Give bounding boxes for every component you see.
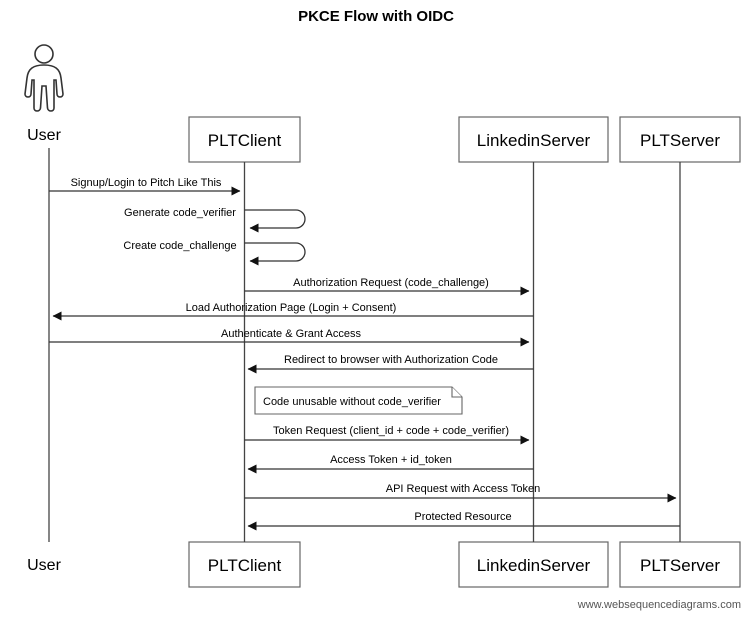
message-10-label: API Request with Access Token bbox=[386, 483, 541, 495]
note-code-unusable-text: Code unusable without code_verifier bbox=[263, 396, 441, 408]
actor-label-user-bottom: User bbox=[27, 557, 61, 574]
message-9-label: Access Token + id_token bbox=[330, 454, 452, 466]
message-4-authorization-request[interactable]: Authorization Request (code_challenge) bbox=[244, 277, 530, 296]
participant-box-pltclient-top[interactable]: PLTClient bbox=[188, 116, 301, 163]
diagram-title: PKCE Flow with OIDC bbox=[298, 8, 454, 25]
actor-label-user-top: User bbox=[27, 127, 61, 144]
message-1-signup-login[interactable]: Signup/Login to Pitch Like This bbox=[49, 177, 241, 196]
participant-box-pltclient-bottom[interactable]: PLTClient bbox=[188, 541, 301, 588]
participant-label-pltclient-bottom: PLTClient bbox=[208, 556, 282, 575]
participant-label-pltserver-bottom: PLTServer bbox=[640, 556, 720, 575]
message-2-generate-code-verifier[interactable]: Generate code_verifier bbox=[124, 207, 306, 233]
message-10-api-request[interactable]: API Request with Access Token bbox=[244, 483, 677, 503]
message-11-protected-resource[interactable]: Protected Resource bbox=[247, 511, 680, 531]
message-5-label: Load Authorization Page (Login + Consent… bbox=[186, 302, 397, 314]
message-9-access-token-id-token[interactable]: Access Token + id_token bbox=[247, 454, 534, 474]
participant-box-pltserver-top[interactable]: PLTServer bbox=[619, 116, 741, 163]
message-5-load-authorization-page[interactable]: Load Authorization Page (Login + Consent… bbox=[52, 302, 534, 321]
message-4-label: Authorization Request (code_challenge) bbox=[293, 277, 489, 289]
message-3-label: Create code_challenge bbox=[123, 240, 236, 252]
participant-box-linkedinserver-bottom[interactable]: LinkedinServer bbox=[458, 541, 609, 588]
participant-label-linkedinserver-bottom: LinkedinServer bbox=[477, 556, 591, 575]
participant-box-pltserver-bottom[interactable]: PLTServer bbox=[619, 541, 741, 588]
message-8-token-request[interactable]: Token Request (client_id + code + code_v… bbox=[244, 425, 530, 445]
message-7-label: Redirect to browser with Authorization C… bbox=[284, 354, 498, 366]
message-2-label: Generate code_verifier bbox=[124, 207, 236, 219]
participant-box-linkedinserver-top[interactable]: LinkedinServer bbox=[458, 116, 609, 163]
footer-attribution: www.websequencediagrams.com bbox=[577, 599, 741, 611]
message-7-redirect-to-browser[interactable]: Redirect to browser with Authorization C… bbox=[247, 354, 534, 374]
message-1-label: Signup/Login to Pitch Like This bbox=[71, 177, 222, 189]
participant-label-pltserver-top: PLTServer bbox=[640, 131, 720, 150]
message-6-authenticate-grant-access[interactable]: Authenticate & Grant Access bbox=[49, 328, 530, 347]
note-code-unusable: Code unusable without code_verifier bbox=[254, 386, 463, 415]
message-6-label: Authenticate & Grant Access bbox=[221, 328, 362, 340]
participant-label-pltclient-top: PLTClient bbox=[208, 131, 282, 150]
message-8-label: Token Request (client_id + code + code_v… bbox=[273, 425, 509, 437]
message-11-label: Protected Resource bbox=[414, 511, 511, 523]
participant-label-linkedinserver-top: LinkedinServer bbox=[477, 131, 591, 150]
actor-user-figure bbox=[24, 44, 64, 112]
message-3-create-code-challenge[interactable]: Create code_challenge bbox=[123, 240, 306, 266]
